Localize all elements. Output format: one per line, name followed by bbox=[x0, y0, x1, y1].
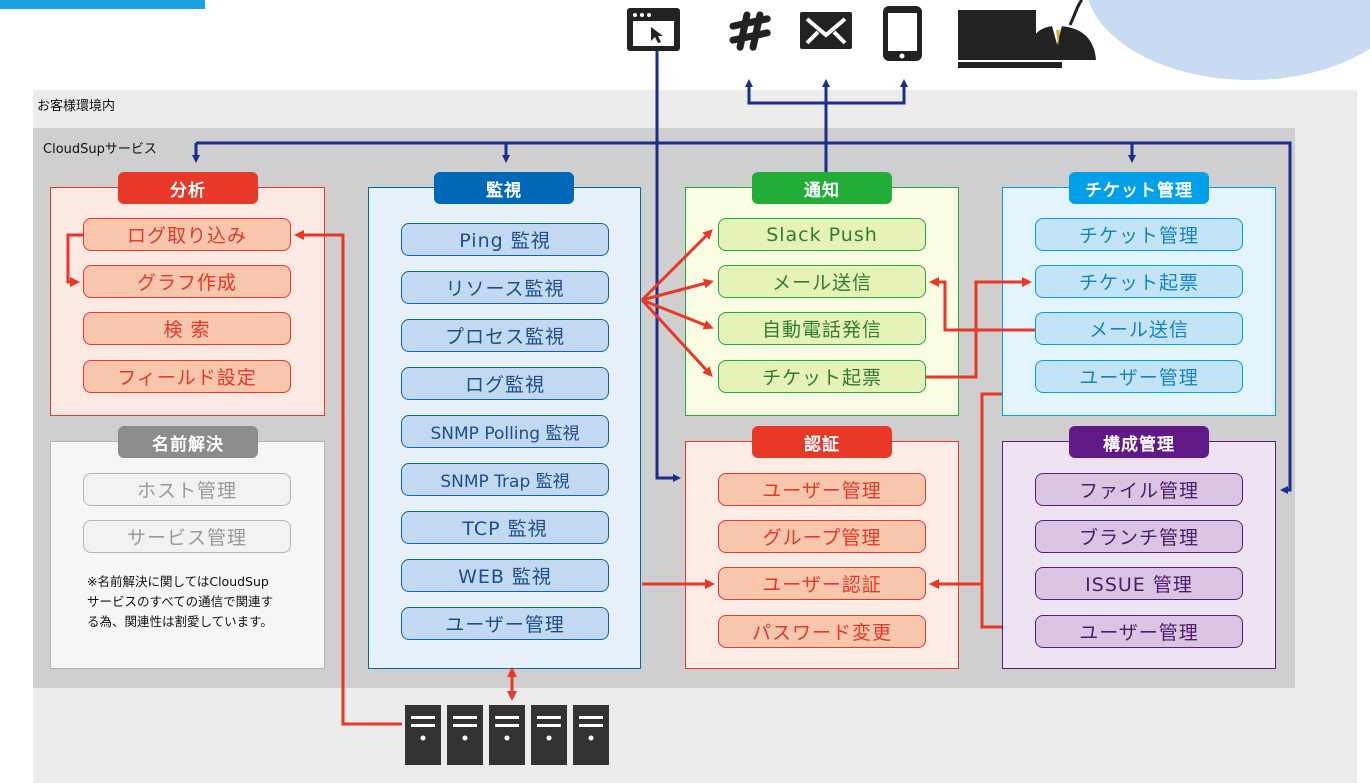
monitoring-item-ping: Ping 監視 bbox=[401, 223, 609, 256]
analysis-item-search: 検 索 bbox=[83, 312, 291, 345]
name-item-service: サービス管理 bbox=[83, 520, 291, 553]
config-item-issue: ISSUE 管理 bbox=[1035, 567, 1243, 600]
mail-icon bbox=[800, 12, 852, 49]
monitoring-item-user: ユーザー管理 bbox=[401, 607, 609, 640]
ticket-item-user: ユーザー管理 bbox=[1035, 360, 1243, 393]
monitoring-item-resource: リソース監視 bbox=[401, 271, 609, 304]
analysis-item-graph: グラフ作成 bbox=[83, 265, 291, 298]
auth-item-password: パスワード変更 bbox=[718, 615, 926, 648]
auth-title: 認証 bbox=[752, 426, 892, 458]
name-resolution-note: ※名前解決に関してはCloudSup サービスのすべての通信で関連す る為、関連… bbox=[87, 572, 319, 632]
monitoring-item-snmp-trap: SNMP Trap 監視 bbox=[401, 463, 609, 496]
server-icon bbox=[489, 705, 525, 765]
navy-connectors bbox=[192, 42, 1292, 494]
server-icon bbox=[573, 705, 609, 765]
notification-title: 通知 bbox=[752, 172, 892, 204]
auth-item-authenticate: ユーザー認証 bbox=[718, 567, 926, 600]
analysis-title: 分析 bbox=[118, 172, 258, 204]
monitoring-item-web: WEB 監視 bbox=[401, 559, 609, 592]
monitoring-item-log: ログ監視 bbox=[401, 367, 609, 400]
analysis-item-field-settings: フィールド設定 bbox=[83, 360, 291, 393]
phone-icon bbox=[883, 6, 922, 61]
ticket-item-mail: メール送信 bbox=[1035, 312, 1243, 345]
config-item-branch: ブランチ管理 bbox=[1035, 520, 1243, 553]
environment-label: お客様環境内 bbox=[37, 99, 116, 114]
ticket-title: チケット管理 bbox=[1069, 172, 1209, 204]
server-icon bbox=[447, 705, 483, 765]
notification-item-ticket: チケット起票 bbox=[718, 360, 926, 393]
notification-item-mail: メール送信 bbox=[718, 265, 926, 298]
note-line: ※名前解決に関してはCloudSup bbox=[87, 574, 269, 589]
auth-item-group: グループ管理 bbox=[718, 520, 926, 553]
top-accent-bar bbox=[0, 0, 205, 9]
server-icon bbox=[405, 705, 441, 765]
red-connectors bbox=[66, 229, 1035, 726]
config-item-file: ファイル管理 bbox=[1035, 473, 1243, 506]
monitoring-item-process: プロセス監視 bbox=[401, 319, 609, 352]
note-line: る為、関連性は割愛しています。 bbox=[87, 614, 273, 629]
notification-item-phone: 自動電話発信 bbox=[718, 312, 926, 345]
config-item-user: ユーザー管理 bbox=[1035, 615, 1243, 648]
analysis-item-log-import: ログ取り込み bbox=[83, 218, 291, 251]
monitoring-item-snmp-polling: SNMP Polling 監視 bbox=[401, 415, 609, 448]
name-resolution-title: 名前解決 bbox=[118, 426, 258, 458]
server-icon bbox=[531, 705, 567, 765]
operator-desk-icon bbox=[958, 0, 1096, 68]
slack-icon bbox=[729, 11, 771, 51]
name-item-host: ホスト管理 bbox=[83, 473, 291, 506]
monitoring-title: 監視 bbox=[434, 172, 574, 204]
monitoring-item-tcp: TCP 監視 bbox=[401, 511, 609, 544]
service-label: CloudSupサービス bbox=[43, 142, 157, 157]
config-title: 構成管理 bbox=[1069, 426, 1209, 458]
ticket-item-manage: チケット管理 bbox=[1035, 218, 1243, 251]
note-line: サービスのすべての通信で関連す bbox=[87, 594, 274, 609]
browser-icon bbox=[627, 8, 680, 51]
auth-item-user: ユーザー管理 bbox=[718, 473, 926, 506]
ticket-item-create: チケット起票 bbox=[1035, 265, 1243, 298]
notification-item-slack: Slack Push bbox=[718, 218, 926, 251]
